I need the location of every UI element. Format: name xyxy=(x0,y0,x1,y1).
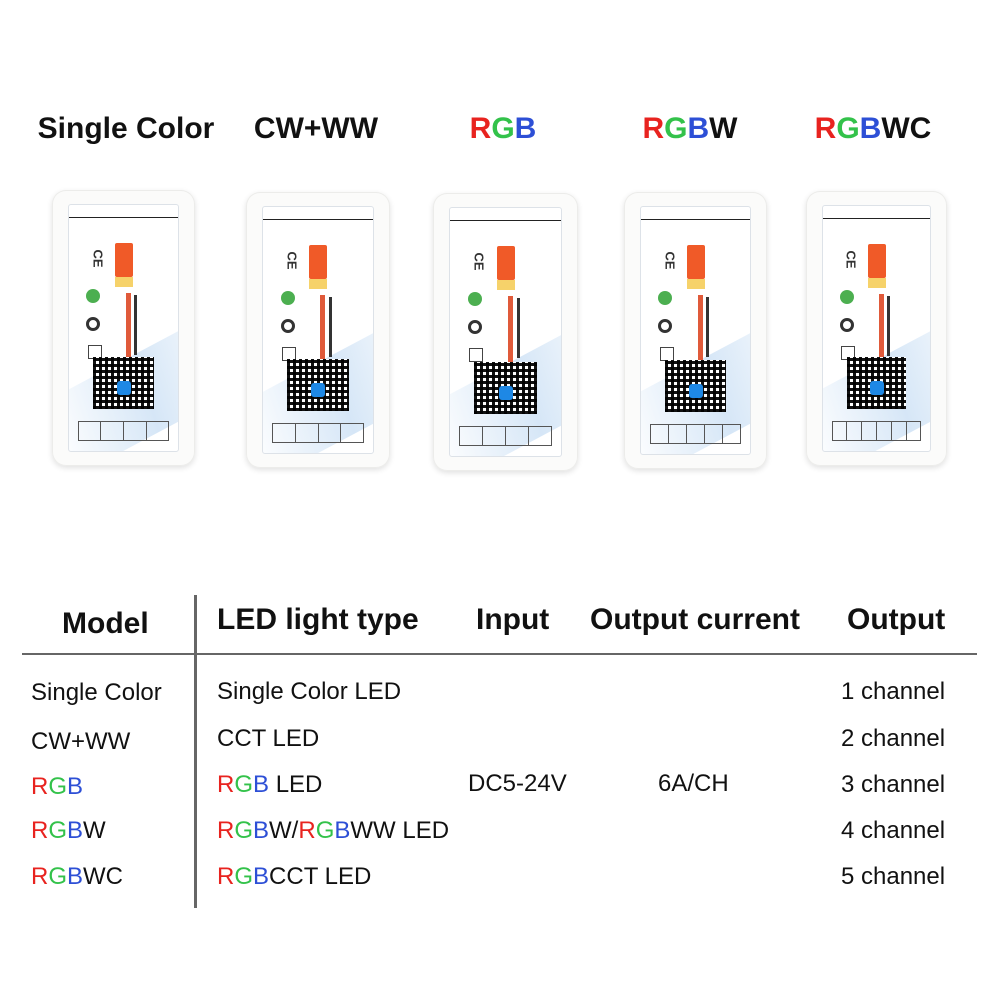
text-segment: W/ xyxy=(269,817,299,844)
header-model: Model xyxy=(62,607,149,640)
row-3-led-type: RGB LED xyxy=(217,771,322,799)
text-segment: G xyxy=(315,817,335,844)
text-segment: Single Color LED xyxy=(217,678,402,705)
controller-image-rgb: CE xyxy=(433,193,578,471)
controller-image-rgbwc: CE xyxy=(806,191,947,466)
text-segment: R xyxy=(642,112,665,145)
text-segment: CW+WW xyxy=(31,728,131,755)
text-segment: R xyxy=(31,773,49,800)
text-segment: R xyxy=(31,817,49,844)
text-segment: R xyxy=(217,817,235,844)
text-segment: W xyxy=(709,112,738,145)
row-4-output: 4 channel xyxy=(841,817,946,844)
header-input: Input xyxy=(476,603,550,636)
text-segment: B xyxy=(67,817,84,844)
row-2-led-type: CCT LED xyxy=(217,725,319,753)
text-segment: G xyxy=(664,112,688,145)
controller-image-cw-ww: CE xyxy=(246,192,390,468)
product-title-rgbwc: RGBWC xyxy=(815,112,932,146)
row-5-output: 5 channel xyxy=(841,863,946,890)
text-segment: G xyxy=(234,771,254,798)
text-segment: B xyxy=(253,817,270,844)
row-2-model: CW+WW xyxy=(31,728,130,756)
text-segment: LED xyxy=(269,771,323,798)
table-header-divider xyxy=(22,653,977,655)
text-segment: CW+WW xyxy=(253,112,379,145)
text-segment: WC xyxy=(83,863,124,890)
row-1-output: 1 channel xyxy=(841,678,946,705)
text-segment: G xyxy=(491,112,515,145)
text-segment: G xyxy=(48,817,68,844)
controller-image-rgbw: CE xyxy=(624,192,767,469)
text-segment: B xyxy=(859,112,882,145)
product-title-rgb: RGB xyxy=(470,112,537,146)
row-5-led-type: RGBCCT LED xyxy=(217,863,371,891)
row-1-model: Single Color xyxy=(31,679,162,707)
row-1-led-type: Single Color LED xyxy=(217,678,401,706)
row-2-output: 2 channel xyxy=(841,725,946,752)
text-segment: B xyxy=(514,112,537,145)
text-segment: G xyxy=(234,817,254,844)
product-title-rgbw: RGBW xyxy=(642,112,737,146)
text-segment: G xyxy=(234,863,254,890)
text-segment: G xyxy=(48,863,68,890)
text-segment: B xyxy=(687,112,710,145)
text-segment: B xyxy=(67,863,84,890)
text-segment: R xyxy=(217,771,235,798)
text-segment: B xyxy=(334,817,351,844)
header-led-light-type: LED light type xyxy=(217,603,419,636)
text-segment: R xyxy=(31,863,49,890)
text-segment: WC xyxy=(881,112,932,145)
product-title-cw-ww: CW+WW xyxy=(254,112,378,146)
row-3-model: RGB xyxy=(31,773,83,801)
row-4-led-type: RGBW/RGBWW LED xyxy=(217,817,449,845)
text-segment: W xyxy=(83,817,106,844)
row-3-output: 3 channel xyxy=(841,771,946,798)
text-segment: B xyxy=(253,771,270,798)
header-output: Output xyxy=(847,603,946,636)
header-output-current: Output current xyxy=(590,603,800,636)
text-segment: Single Color xyxy=(37,112,215,145)
text-segment: G xyxy=(836,112,860,145)
table-vertical-divider xyxy=(194,595,197,908)
text-segment: CCT LED xyxy=(217,725,320,752)
text-segment: R xyxy=(469,112,492,145)
text-segment: Single Color xyxy=(31,679,162,706)
text-segment: WW LED xyxy=(350,817,450,844)
row-5-model: RGBWC xyxy=(31,863,123,891)
text-segment: R xyxy=(298,817,316,844)
product-title-single-color: Single Color xyxy=(38,112,215,146)
controller-image-single-color: CE xyxy=(52,190,195,466)
text-segment: CCT LED xyxy=(269,863,372,890)
input-value: DC5-24V xyxy=(468,770,567,797)
text-segment: R xyxy=(814,112,837,145)
text-segment: G xyxy=(48,773,68,800)
output-current-value: 6A/CH xyxy=(658,770,729,797)
row-4-model: RGBW xyxy=(31,817,106,845)
text-segment: B xyxy=(253,863,270,890)
text-segment: R xyxy=(217,863,235,890)
text-segment: B xyxy=(67,773,84,800)
